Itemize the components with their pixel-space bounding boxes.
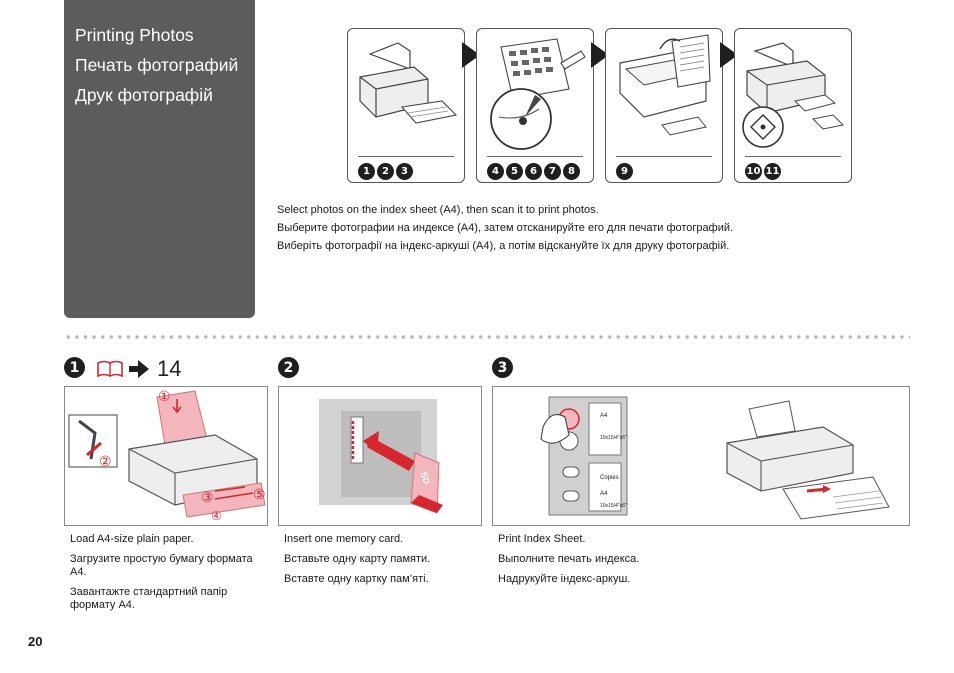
- printer-load-illustration: [359, 42, 458, 124]
- load-paper-illustration: [68, 390, 266, 518]
- overview-badges-3: 9: [616, 163, 633, 180]
- step-badge: 8: [563, 163, 580, 180]
- intro-text-en: Select photos on the index sheet (A4), t…: [277, 204, 599, 216]
- callout-3: ③: [201, 489, 214, 505]
- printer-output-illustration: [742, 42, 845, 148]
- section-title-panel: Printing Photos Печать фотографий Друк ф…: [64, 0, 255, 318]
- dotted-divider: [64, 334, 910, 340]
- callout-5: ⑤: [253, 486, 266, 502]
- overview-panel-print: 10 11: [734, 28, 852, 183]
- callout-4: ④: [211, 509, 222, 523]
- callout-1: ①: [158, 388, 171, 404]
- overview-panel-scan: 9: [605, 28, 723, 183]
- book-icon: [97, 360, 123, 378]
- reference-page-number: 14: [157, 356, 182, 381]
- page-reference: 14: [96, 356, 181, 382]
- panel-label-10x15: 10x15/4"x6": [600, 435, 627, 441]
- caption-ru: Вставьте одну карту памяти.: [284, 553, 431, 565]
- caption-ru: Выполните печать индекса.: [498, 553, 640, 565]
- section-title-en: Printing Photos: [75, 25, 194, 45]
- step-badge: 4: [487, 163, 504, 180]
- step-number-1: 1: [64, 357, 85, 378]
- flow-arrow-icon: [591, 42, 609, 68]
- control-panel-illustration: [540, 396, 890, 520]
- panel-label-10x15-2: 10x15/4"x6": [600, 503, 627, 509]
- step-badge: 2: [377, 163, 394, 180]
- caption-step-3: Print Index Sheet. Выполните печать инде…: [498, 533, 798, 593]
- figure-insert-card: SD: [278, 386, 482, 526]
- section-title-uk: Друк фотографій: [75, 85, 213, 105]
- arrow-right-icon: [129, 360, 149, 378]
- step-badge: 10: [745, 163, 762, 180]
- step-number-2: 2: [278, 357, 299, 378]
- caption-step-1: Load A4-size plain paper. Загрузите прос…: [70, 533, 268, 619]
- step-badge: 5: [506, 163, 523, 180]
- flow-arrow-icon: [462, 42, 480, 68]
- caption-ru: Загрузите простую бумагу формата A4.: [70, 553, 253, 578]
- panel-label-copies: Copies: [600, 475, 619, 481]
- step-number-3: 3: [492, 357, 513, 378]
- overview-badges-1: 1 2 3: [358, 163, 413, 180]
- figure-print-index: A4 10x15/4"x6" Copies A4 10x15/4"x6": [492, 386, 910, 526]
- caption-en: Print Index Sheet.: [498, 533, 586, 545]
- overview-panel-mark: 4 5 6 7 8: [476, 28, 594, 183]
- overview-panel-load: 1 2 3: [347, 28, 465, 183]
- step-badge: 6: [525, 163, 542, 180]
- intro-text-ru: Выберите фотографии на индексе (A4), зат…: [277, 222, 734, 234]
- figure-load-paper: ① ② ③ ④ ⑤: [64, 386, 268, 526]
- memory-card-slot-illustration: [319, 399, 443, 514]
- caption-uk: Завантажте стандартний папір формату A4.: [70, 586, 228, 611]
- step-badge: 1: [358, 163, 375, 180]
- overview-badges-4: 10 11: [745, 163, 781, 180]
- flow-arrow-icon: [720, 42, 738, 68]
- panel-label-a4: A4: [600, 413, 608, 419]
- step-badge: 3: [396, 163, 413, 180]
- section-title-ru: Печать фотографий: [75, 55, 239, 75]
- index-sheet-marking-illustration: [490, 38, 586, 150]
- caption-step-2: Insert one memory card. Вставьте одну ка…: [284, 533, 482, 593]
- panel-label-a4-2: A4: [600, 491, 608, 497]
- overview-badges-2: 4 5 6 7 8: [487, 163, 580, 180]
- step-badge: 9: [616, 163, 633, 180]
- caption-uk: Надрукуйте індекс-аркуш.: [498, 573, 631, 585]
- caption-uk: Вставте одну картку пам’яті.: [284, 573, 429, 585]
- step-badge: 7: [544, 163, 561, 180]
- caption-en: Load A4-size plain paper.: [70, 533, 194, 545]
- callout-2: ②: [99, 453, 112, 469]
- scanner-lid-illustration: [619, 34, 711, 136]
- step-badge: 11: [764, 163, 781, 180]
- intro-text-uk: Виберіть фотографії на індекс-аркуші (A4…: [277, 240, 730, 252]
- caption-en: Insert one memory card.: [284, 533, 404, 545]
- page-number: 20: [28, 634, 43, 649]
